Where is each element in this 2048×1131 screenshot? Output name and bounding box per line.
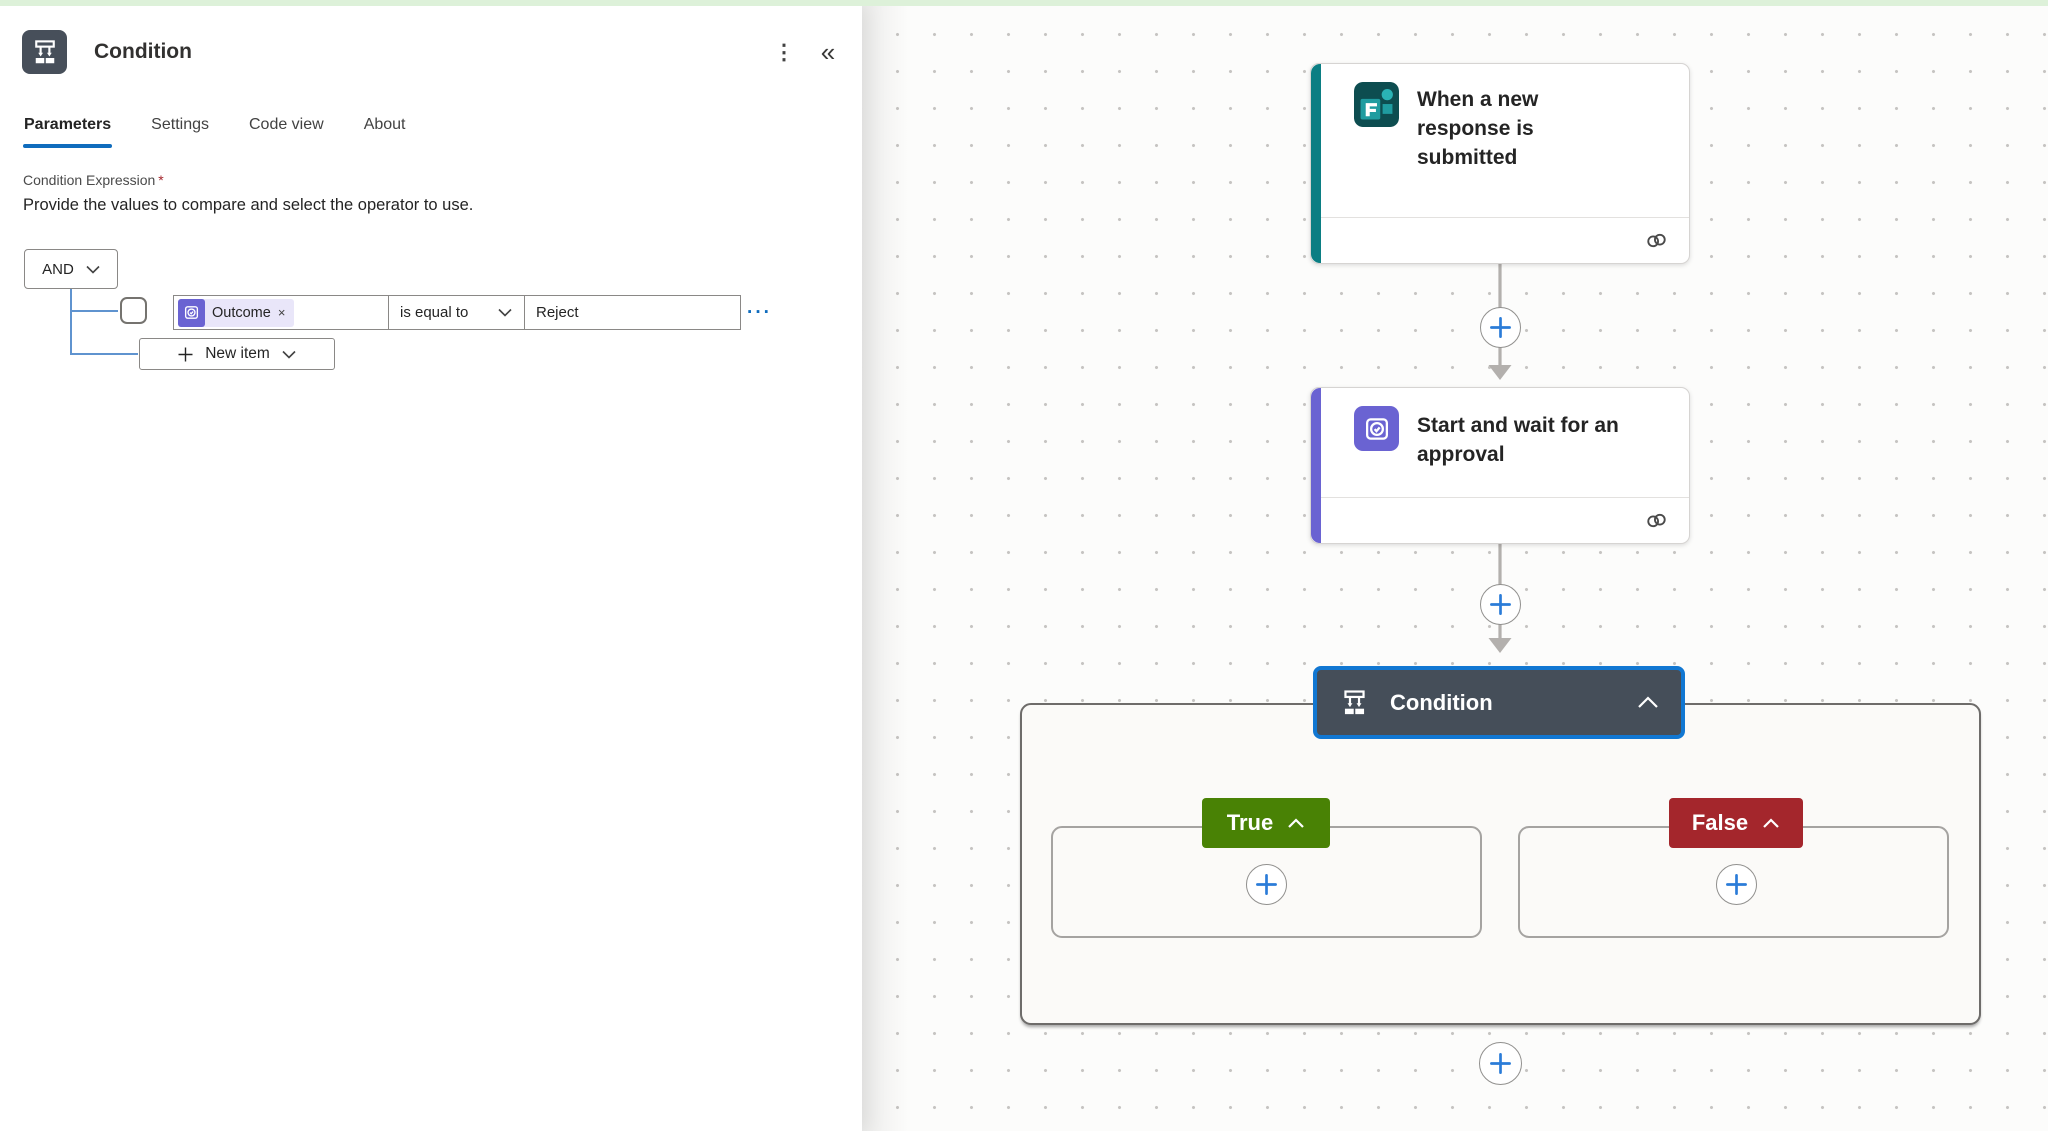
condition-expression-label: Condition Expression* (23, 172, 164, 188)
condition-icon (22, 30, 67, 74)
condition-row: Outcome × is equal to Reject (173, 295, 741, 330)
chevron-down-icon (498, 308, 512, 317)
chip-remove-icon[interactable]: × (277, 305, 286, 320)
chevron-up-icon (1763, 817, 1779, 828)
more-commands-button[interactable]: ⋮ (766, 34, 802, 70)
action-config-panel: Condition ⋮ « Parameters Settings Code v… (0, 6, 862, 1131)
tree-connector-line (70, 310, 118, 312)
group-operator-value: AND (42, 260, 74, 278)
approvals-accent-bar (1311, 388, 1321, 543)
condition-expression-description: Provide the values to compare and select… (23, 196, 474, 214)
chevron-up-icon (1288, 817, 1305, 828)
flow-canvas[interactable]: When a new response is submitted Start a… (862, 6, 2048, 1131)
insert-step-button[interactable] (1479, 584, 1521, 625)
condition-node-selected[interactable]: Condition (1313, 666, 1685, 739)
row-more-options-button[interactable]: ··· (747, 295, 772, 330)
add-action-false-branch-button[interactable] (1715, 864, 1757, 905)
new-item-label: New item (205, 345, 270, 362)
new-item-button[interactable]: New item (139, 338, 335, 370)
tab-settings[interactable]: Settings (150, 108, 210, 148)
connection-link-icon[interactable] (1644, 228, 1669, 253)
tab-code-view[interactable]: Code view (248, 108, 325, 148)
tree-connector-line (70, 353, 138, 355)
dynamic-content-chip[interactable]: Outcome × (178, 298, 295, 327)
chevron-down-icon (86, 265, 100, 274)
tab-parameters[interactable]: Parameters (23, 108, 113, 148)
chevron-down-icon (282, 350, 296, 359)
tree-connector-line (70, 289, 72, 355)
node-title: When a new response is submitted (1417, 88, 1539, 169)
connection-link-icon[interactable] (1644, 508, 1669, 533)
approvals-icon (1354, 406, 1399, 451)
condition-node-title: Condition (1390, 689, 1493, 715)
operator-value: is equal to (400, 304, 469, 321)
add-action-true-branch-button[interactable] (1245, 864, 1287, 905)
operand-two-field[interactable]: Reject (525, 295, 741, 330)
chip-label: Outcome (212, 304, 271, 321)
operator-dropdown[interactable]: is equal to (388, 295, 525, 330)
insert-step-button[interactable] (1478, 1042, 1522, 1085)
condition-icon (1343, 690, 1366, 716)
trigger-card-when-a-new-response-is-submitted[interactable]: When a new response is submitted (1310, 63, 1690, 264)
microsoft-forms-icon (1354, 82, 1399, 127)
false-branch-label: False (1691, 810, 1749, 835)
tab-about[interactable]: About (363, 108, 407, 148)
action-card-start-and-wait-for-an-approval[interactable]: Start and wait for an approval (1310, 387, 1690, 544)
forms-accent-bar (1311, 64, 1321, 263)
true-branch-label: True (1226, 810, 1274, 835)
collapse-panel-button[interactable]: « (810, 34, 846, 70)
row-checkbox[interactable] (120, 297, 147, 324)
true-branch-badge[interactable]: True (1202, 798, 1330, 848)
node-title: Start and wait for an approval (1417, 414, 1619, 466)
environment-banner-strip (0, 0, 2048, 6)
panel-tabs: Parameters Settings Code view About (23, 108, 407, 148)
group-operator-dropdown[interactable]: AND (24, 249, 118, 289)
false-branch-badge[interactable]: False (1669, 798, 1803, 848)
panel-edge-shadow (862, 6, 908, 1131)
approvals-icon (178, 298, 205, 327)
plus-icon (178, 347, 193, 361)
operand-one-field[interactable]: Outcome × (173, 295, 389, 330)
panel-header: Condition ⋮ « (22, 24, 846, 80)
chevron-up-icon[interactable] (1637, 696, 1659, 709)
required-asterisk: * (158, 172, 164, 188)
insert-step-button[interactable] (1479, 307, 1521, 348)
panel-title: Condition (94, 40, 192, 63)
